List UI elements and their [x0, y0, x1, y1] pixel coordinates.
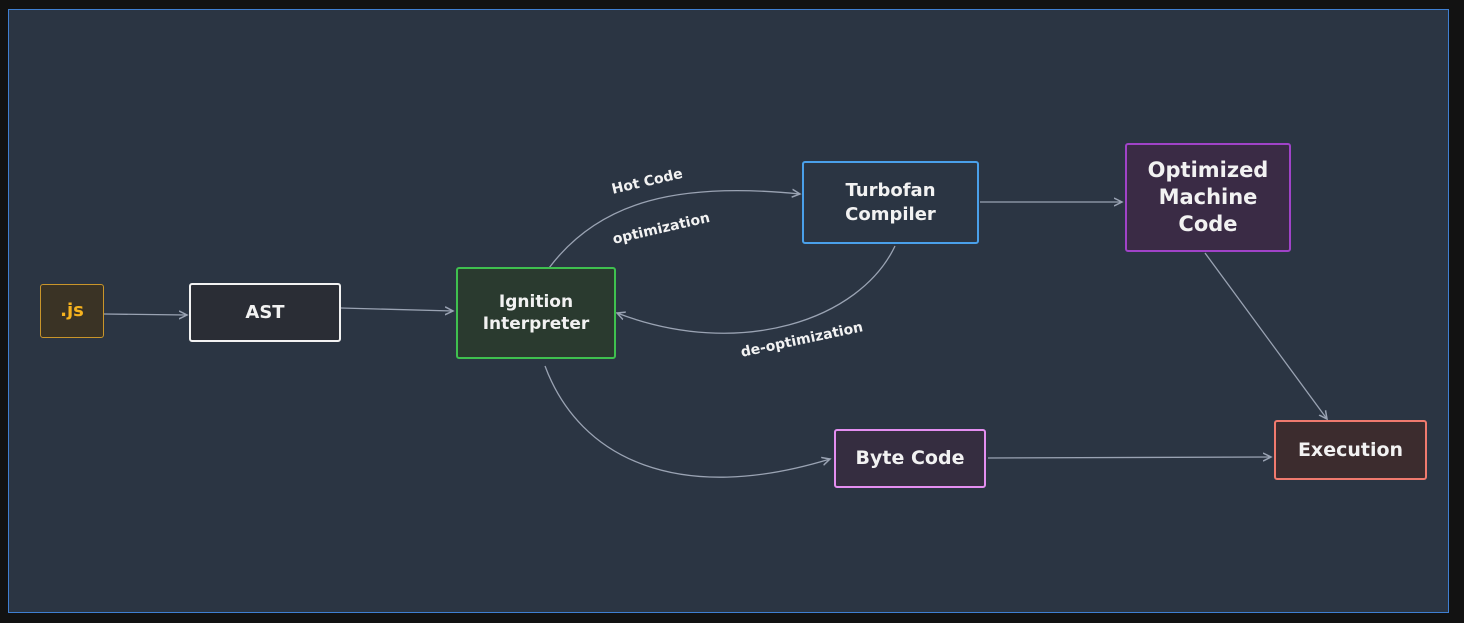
- ignition-interpreter-node[interactable]: Ignition Interpreter: [456, 267, 616, 359]
- execution-node[interactable]: Execution: [1274, 420, 1427, 480]
- turbofan-compiler-node[interactable]: Turbofan Compiler: [802, 161, 979, 244]
- byte-code-node[interactable]: Byte Code: [834, 429, 986, 488]
- ast-node[interactable]: AST: [189, 283, 341, 342]
- js-file-node[interactable]: .js: [40, 284, 104, 338]
- optimized-machine-code-node[interactable]: Optimized Machine Code: [1125, 143, 1291, 252]
